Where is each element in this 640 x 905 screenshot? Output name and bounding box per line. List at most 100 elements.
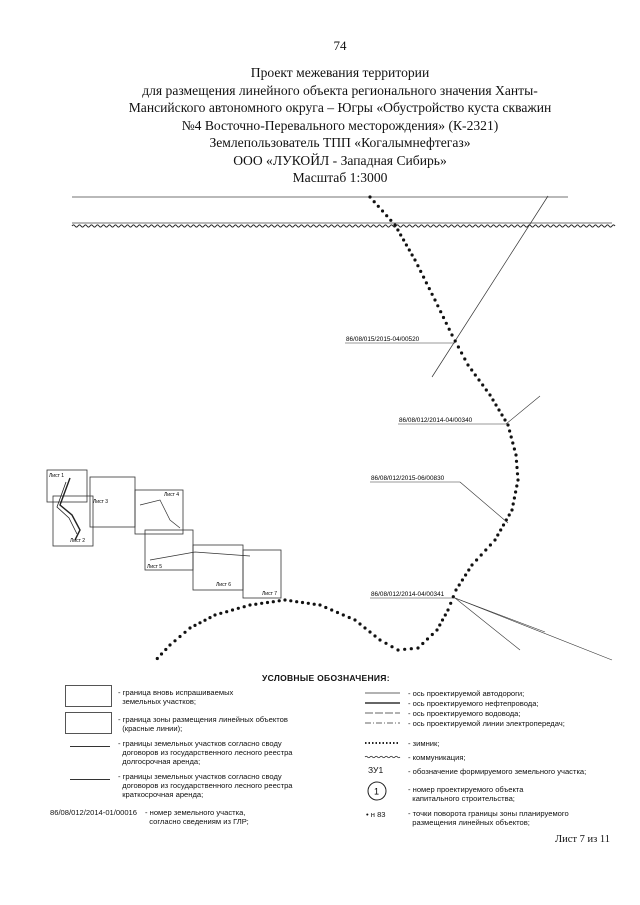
winter-road-dot	[300, 600, 305, 605]
winter-road-dot	[422, 275, 426, 279]
winter-road-dot	[481, 383, 485, 387]
parcel-label-2: 86/08/012/2014-04/00340	[399, 417, 473, 424]
winter-road-dot	[271, 600, 275, 604]
winter-road-dot	[479, 553, 483, 557]
winter-road-dot	[511, 441, 515, 445]
legend-item-red-lines: - граница зоны размещения линейных объек…	[118, 715, 288, 734]
winter-road-dot	[396, 648, 400, 652]
winter-road-dot	[438, 623, 442, 627]
winter-road-dot	[515, 484, 519, 488]
route-line-sheet-4	[139, 499, 181, 529]
winter-road-dot	[407, 248, 411, 252]
winter-road-dot	[460, 351, 464, 355]
winter-road-dot	[353, 618, 357, 622]
label-leader-4c	[454, 597, 521, 651]
winter-road-dot	[363, 626, 367, 630]
sheet-label-3: Лист 3	[93, 499, 108, 505]
winter-road-dot	[402, 238, 406, 242]
winter-road-dot	[427, 287, 431, 291]
winter-road-dot	[446, 608, 450, 612]
winter-road-dot	[440, 618, 445, 622]
winter-road-dot	[456, 345, 460, 349]
winter-road-dot	[453, 339, 457, 343]
winter-road-dot	[454, 588, 458, 592]
winter-road-dot	[380, 209, 385, 213]
winter-road-dot	[447, 327, 451, 331]
winter-road-dot	[242, 605, 246, 609]
winter-road-dot	[198, 621, 202, 625]
sheet-2-frame	[52, 495, 94, 547]
winter-road-dot	[424, 281, 428, 285]
title-line-2: для размещения линейного объекта региона…	[142, 82, 538, 98]
winter-road-dot	[511, 502, 515, 506]
winter-road-dot	[503, 418, 507, 422]
winter-road-dot	[444, 321, 448, 325]
legend-circle-number: 1	[374, 787, 379, 797]
winter-road-dot	[403, 647, 407, 651]
wavy-line-communication	[71, 224, 616, 228]
winter-road-dot	[389, 218, 393, 222]
winter-road-dot	[441, 315, 446, 320]
winter-road-dot	[491, 398, 495, 402]
winter-road-dot	[450, 333, 454, 337]
winter-road-dot	[399, 233, 403, 237]
winter-road-dot	[193, 623, 197, 628]
winter-road-dot	[499, 528, 503, 532]
legend-title: УСЛОВНЫЕ ОБОЗНАЧЕНИЯ:	[262, 673, 390, 683]
winter-road-dot	[208, 616, 212, 620]
title-line-6: ООО «ЛУКОЙЛ - Западная Сибирь»	[233, 152, 447, 168]
winter-road-dot	[494, 403, 498, 407]
winter-road-dot	[368, 195, 372, 199]
winter-road-dot	[512, 447, 517, 451]
winter-road-dot	[509, 435, 513, 439]
legend-parcel-code-text: - номер земельного участка, согласно све…	[145, 808, 249, 827]
winter-road-dot	[295, 600, 299, 604]
winter-road-dot	[368, 630, 372, 634]
winter-road-dot	[404, 243, 408, 247]
legend-item-winter-road: - зимник;	[408, 739, 440, 748]
legend-zu-code: ЗУ1	[368, 765, 384, 775]
parcel-label-1: 86/08/015/2015-04/00520	[346, 336, 420, 343]
winter-road-dot	[373, 634, 377, 638]
winter-road-dot	[484, 548, 488, 552]
sheet-1-frame	[46, 469, 88, 503]
winter-road-dot	[435, 628, 439, 632]
winter-road-dot	[396, 228, 400, 232]
winter-road-dot	[460, 578, 464, 582]
winter-road-dot	[419, 269, 423, 273]
legend-swatch-long-lease	[70, 746, 110, 747]
legend-item-oil: - ось проектируемого нефтепровода;	[408, 699, 539, 708]
winter-road-dot	[421, 641, 425, 646]
winter-road-dot	[464, 573, 468, 577]
winter-road-dot	[324, 605, 328, 610]
legend-item-water: - ось проектируемого водовода;	[408, 709, 521, 718]
winter-road-dot	[496, 533, 500, 537]
winter-road-dot	[385, 214, 389, 218]
legend-symbol-communication	[364, 755, 401, 759]
winter-road-dot	[504, 518, 508, 522]
winter-road-dot	[265, 600, 270, 605]
winter-road-dot	[341, 613, 345, 617]
winter-road-dot	[451, 595, 455, 599]
sheet-footer: Лист 7 из 11	[555, 834, 610, 845]
winter-road-dotted	[155, 195, 520, 661]
winter-road-dot	[230, 608, 235, 612]
sheet-7-frame	[242, 549, 282, 599]
legend-item-short-lease: - границы земельных участков согласно св…	[118, 772, 293, 800]
title-line-4: №4 Восточно-Перевального месторождения» …	[181, 117, 499, 133]
winter-road-dot	[335, 610, 340, 615]
winter-road-dot	[473, 373, 477, 377]
legend-zu-text: - обозначение формируемого земельного уч…	[408, 767, 587, 776]
parcel-label-4: 86/08/012/2014-04/00341	[371, 591, 445, 598]
diagonal-line	[431, 195, 549, 378]
sheet-label-1: Лист 1	[49, 473, 64, 479]
winter-road-dot	[384, 641, 388, 645]
legend-swatch-short-lease	[70, 779, 110, 780]
winter-road-dot	[514, 459, 519, 463]
legend-item-power: - ось проектируемой линии электропередач…	[408, 719, 565, 728]
winter-road-dot	[484, 388, 488, 392]
winter-road-dot	[493, 538, 497, 542]
winter-road-dot	[260, 601, 264, 605]
winter-road-dot	[378, 638, 382, 642]
winter-road-dot	[477, 378, 481, 382]
